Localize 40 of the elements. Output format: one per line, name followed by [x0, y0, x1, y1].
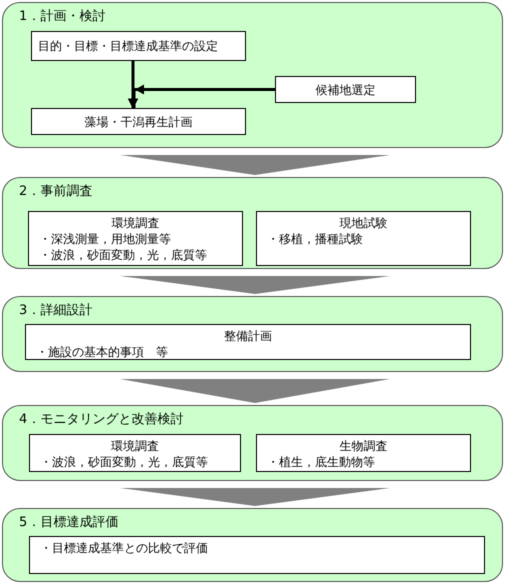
box-heading: 生物調査 [340, 438, 388, 454]
stage-title: 3．詳細設計 [19, 303, 92, 319]
process-box [29, 536, 485, 574]
arrow [128, 61, 138, 110]
stage-panel [2, 405, 503, 481]
process-box [29, 434, 241, 472]
box-text: 目的・目標・目標達成基準の設定 [38, 38, 218, 54]
box-text: 候補地選定 [316, 82, 376, 98]
process-box [256, 434, 471, 472]
down-arrow [120, 379, 390, 403]
stage-panel [2, 508, 503, 582]
down-arrow [120, 155, 390, 175]
down-arrow [120, 276, 390, 294]
down-arrow [120, 488, 390, 506]
stage-panel [2, 177, 503, 269]
process-box [31, 31, 246, 61]
stage-panel [2, 2, 503, 148]
process-box [28, 211, 243, 266]
process-box [275, 76, 416, 103]
box-text: ・施設の基本的事項 等 [35, 344, 168, 360]
box-heading: 環境調査 [111, 438, 159, 454]
box-heading: 整備計画 [224, 328, 272, 344]
process-box [25, 324, 471, 360]
box-text: ・深浅測量，用地測量等 [38, 231, 171, 247]
stage-title: 5．目標達成評価 [19, 515, 118, 531]
stage-panel [2, 296, 503, 372]
stage-title: 4．モニタリングと改善検討 [19, 412, 184, 428]
box-text: ・波浪，砂面変動，光，底質等 [39, 454, 208, 470]
box-heading: 現地試験 [340, 215, 388, 231]
box-text: ・移植，播種試験 [266, 231, 363, 247]
box-heading: 環境調査 [112, 215, 160, 231]
stage-title: 1．計画・検討 [19, 9, 106, 25]
box-text: ・目標達成基準との比較で評価 [39, 540, 208, 556]
box-text: ・植生，底生動物等 [266, 454, 375, 470]
process-box [256, 211, 471, 266]
stage-title: 2．事前調査 [19, 184, 92, 200]
box-text: 藻場・干潟再生計画 [84, 114, 192, 130]
arrow [132, 84, 275, 108]
process-box [31, 108, 246, 135]
box-text: ・波浪，砂面変動，光，底質等 [38, 247, 207, 263]
